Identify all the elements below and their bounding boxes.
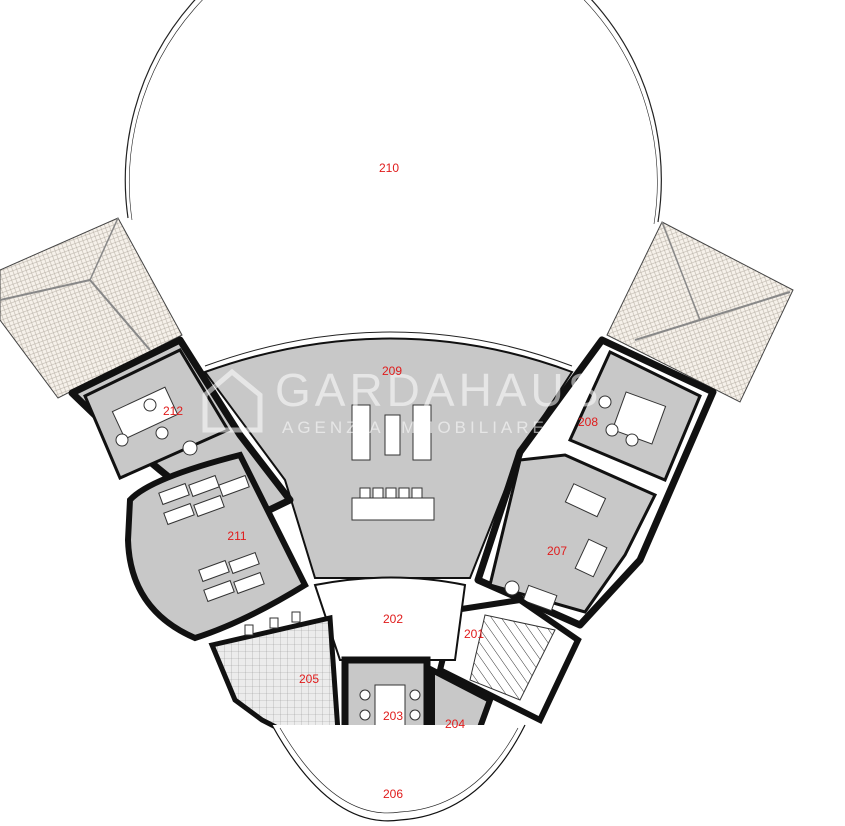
room-207 [488, 453, 658, 614]
room-label-207: 207 [547, 544, 567, 558]
watermark: GARDAHAUS AGENZIA IMMOBILIARE [202, 364, 602, 437]
room-label-211: 211 [227, 529, 246, 543]
room-label-203: 203 [383, 709, 403, 723]
house-logo-icon [202, 368, 263, 433]
room-label-206: 206 [383, 787, 403, 801]
room-label-201: 201 [464, 627, 484, 641]
room-labels: 210 209 212 208 211 207 202 201 205 203 … [163, 161, 598, 801]
room-208 [567, 349, 702, 482]
room-label-205: 205 [299, 672, 319, 686]
room-label-202: 202 [383, 612, 403, 626]
terrace-210 [124, 0, 662, 225]
balcony-206 [271, 724, 526, 822]
room-label-204: 204 [445, 717, 465, 731]
hall-furniture [351, 404, 435, 521]
room-label-212: 212 [163, 404, 183, 418]
roof-right [606, 221, 794, 403]
room-label-209: 209 [382, 364, 402, 378]
watermark-tagline: AGENZIA IMMOBILIARE [282, 418, 548, 437]
room-label-208: 208 [578, 415, 598, 429]
room-211 [124, 451, 309, 642]
watermark-brand: GARDAHAUS [275, 364, 602, 416]
room-label-210: 210 [379, 161, 399, 175]
stair-201 [436, 596, 582, 725]
lobby-202 [313, 576, 467, 661]
